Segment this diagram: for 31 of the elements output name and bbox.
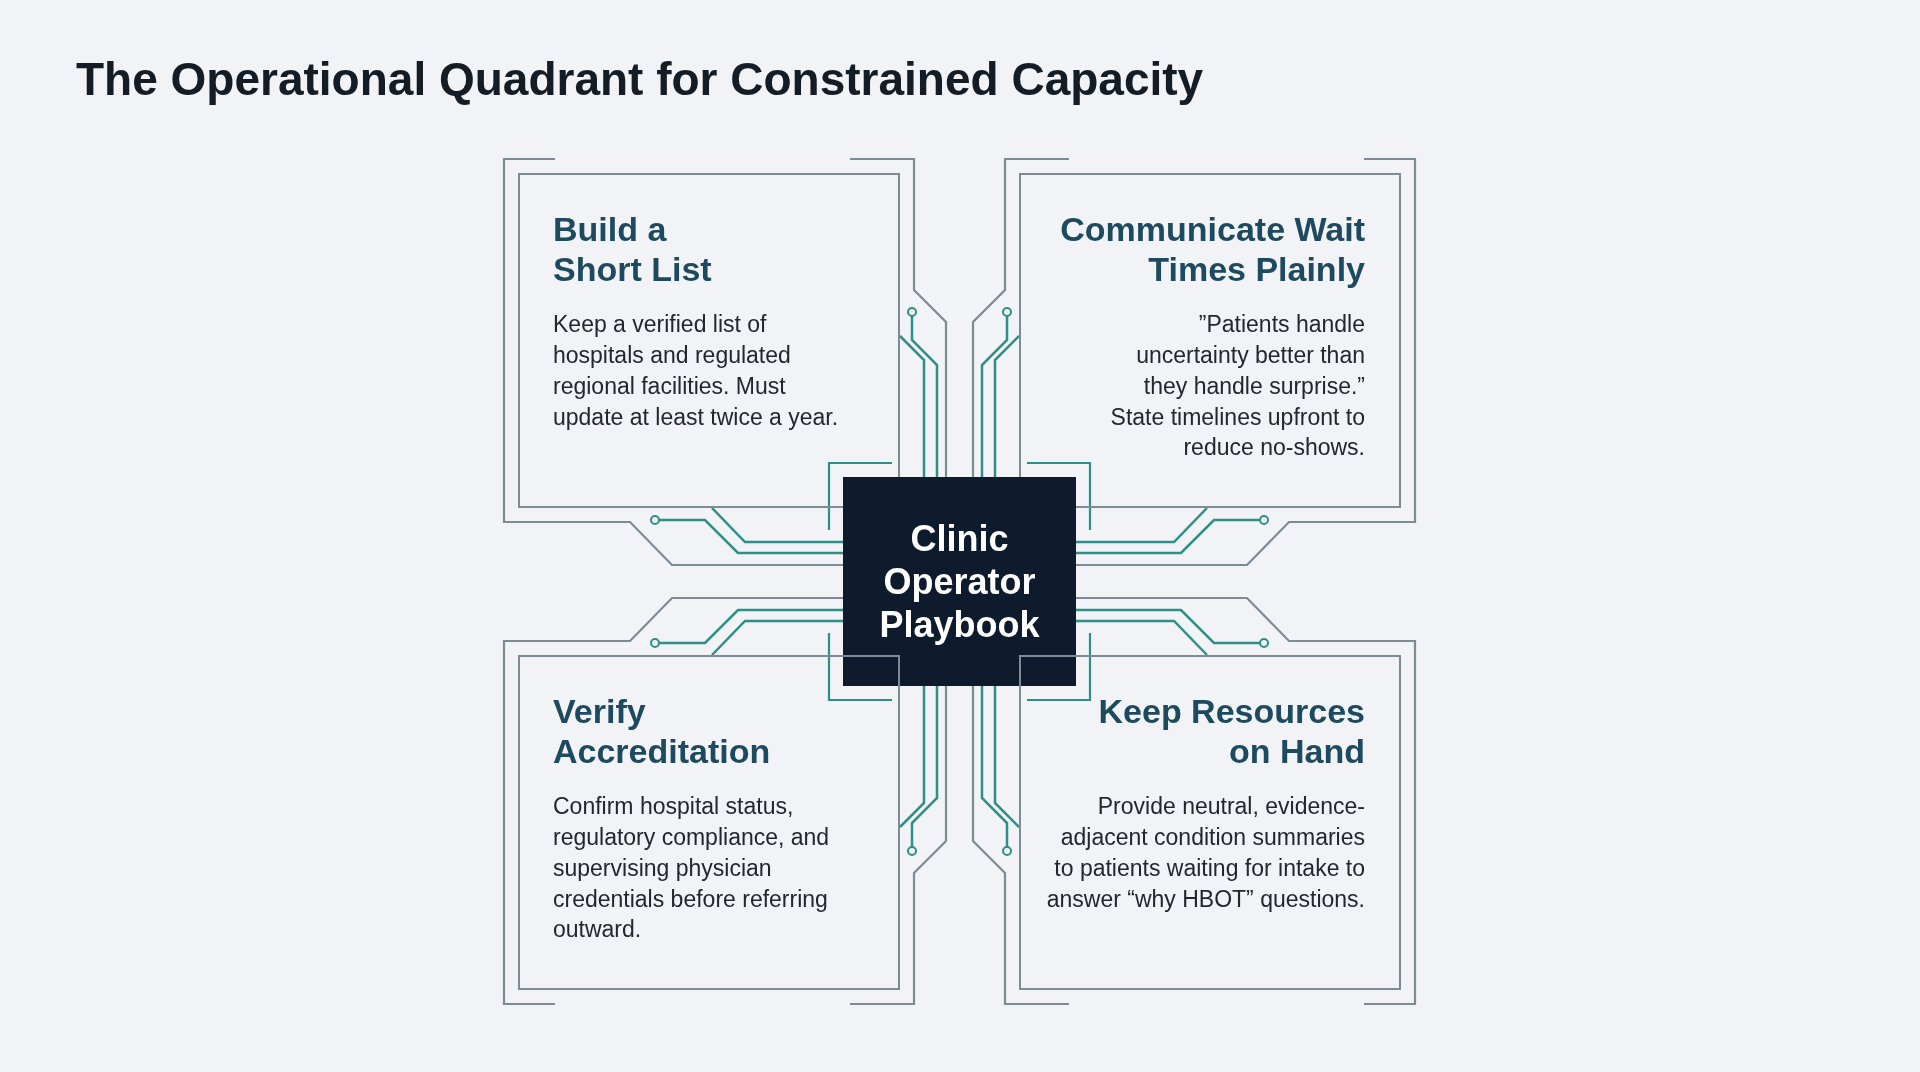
circuit-trace <box>907 686 939 856</box>
circuit-trace <box>993 686 1020 828</box>
circuit-trace <box>711 507 843 544</box>
circuit-trace <box>899 686 926 828</box>
circuit-trace <box>899 335 926 477</box>
center-title: Clinic Operator Playbook <box>878 516 1041 647</box>
quadrant-description: Confirm hospital status, regulatory compliance, and supervising physician credentials before referring outward. <box>553 792 831 945</box>
circuit-trace <box>1076 515 1269 555</box>
circuit-trace <box>711 619 843 656</box>
quadrant-frame <box>518 173 900 508</box>
circuit-trace <box>1076 619 1208 656</box>
circuit-trace <box>907 307 939 477</box>
quadrant-description: Provide neutral, evidence-adjacent condition summaries to patients waiting for intake to answer “why HBOT” questions. <box>1045 792 1365 914</box>
circuit-trace <box>1076 507 1208 544</box>
circuit-trace <box>650 515 843 555</box>
quadrant-heading: Keep Resources on Hand <box>1097 691 1365 772</box>
circuit-trace <box>980 686 1012 856</box>
quadrant-frame <box>1019 173 1401 508</box>
quadrant-frame <box>1019 655 1401 990</box>
quadrant-frame <box>518 655 900 990</box>
quadrant-heading: Build a Short List <box>553 209 713 290</box>
quadrant-description: ”Patients handle uncertainty better than they handle surprise.” State timelines upfront to reduce no-shows. <box>1110 310 1365 463</box>
quadrant-heading: Verify Accreditation <box>553 691 772 772</box>
circuit-trace <box>993 335 1020 477</box>
title: The Operational Quadrant for Constrained Capacity <box>76 52 1204 106</box>
center-box <box>843 477 1076 686</box>
circuit-trace <box>650 608 843 648</box>
quadrant-heading: Communicate Wait Times Plainly <box>1059 209 1365 290</box>
circuit-trace <box>980 307 1012 477</box>
circuit-trace <box>1076 608 1269 648</box>
quadrant-description: Keep a verified list of hospitals and regulated regional facilities. Must update at least twice a year. <box>553 310 840 432</box>
